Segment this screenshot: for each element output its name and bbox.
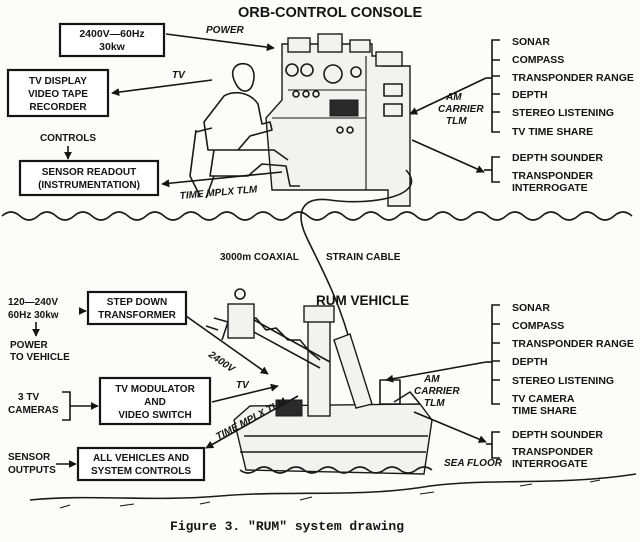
bottom-list-item: TV CAMERA: [512, 393, 575, 405]
time-mplx-arrow: [161, 171, 283, 188]
top-telemetry-list: SONAR COMPASS TRANSPONDER RANGE DEPTH ST…: [484, 36, 634, 194]
top-list2-bracket: [491, 156, 500, 183]
am-bottom-line-3: TLM: [424, 398, 445, 409]
sensor-readout-line-2: (INSTRUMENTATION): [38, 180, 140, 191]
top-list-bracket: [491, 39, 500, 133]
tv-label-bottom: TV: [236, 380, 250, 391]
am-bottom-line-2: CARRIER: [414, 386, 460, 397]
bottom-list-item: STEREO LISTENING: [512, 375, 614, 387]
power-label: POWER: [206, 25, 245, 36]
depth-sounder-arrow-bottom: [413, 411, 487, 443]
am-bottom-line-1: AM: [423, 374, 440, 385]
cameras-line-1: 3 TV: [18, 392, 39, 403]
bottom-list-item: TRANSPONDER RANGE: [512, 338, 634, 350]
top-list-item: TV TIME SHARE: [512, 126, 593, 138]
bottom-list2-bracket: [491, 431, 500, 459]
top-list-item: STEREO LISTENING: [512, 107, 614, 119]
all-vehicles-line-1: ALL VEHICLES AND: [93, 453, 189, 464]
sea-floor-label: SEA FLOOR: [444, 458, 503, 469]
bottom-list-item: SONAR: [512, 302, 550, 314]
bottom-list2-item: TRANSPONDER: [512, 446, 594, 458]
bottom-list2-item: INTERROGATE: [512, 458, 588, 470]
sensor-out-line-1: SENSOR: [8, 452, 51, 463]
all-vehicles-box: [76, 446, 206, 482]
sea-floor-line: [29, 473, 637, 501]
am-label-line-2: CARRIER: [438, 104, 484, 115]
sea-surface-waves: [1, 211, 633, 221]
tv-label: TV: [172, 70, 186, 81]
power-out-line-1: POWER: [10, 340, 49, 351]
tv-arrow: [111, 79, 213, 97]
modulator-line-1: TV MODULATOR: [115, 384, 195, 395]
am-label-line-3: TLM: [446, 116, 467, 127]
top-list2-item: DEPTH SOUNDER: [512, 152, 603, 164]
bottom-list-item: COMPASS: [512, 320, 564, 332]
top-list-item: DEPTH: [512, 89, 548, 101]
power-out-line-2: TO VEHICLE: [10, 352, 70, 363]
all-vehicles-line-2: SYSTEM CONTROLS: [91, 466, 191, 477]
time-mplx-label: TIME MPLX TLM: [179, 184, 258, 202]
modulator-line-2: AND: [144, 397, 166, 408]
cameras-bracket: [62, 391, 98, 421]
console-title: ORB-CONTROL CONSOLE: [238, 5, 423, 21]
time-mplx-arrow-bottom: [205, 395, 299, 449]
volt-arrow: [185, 315, 269, 375]
tv-display-line-2: VIDEO TAPE: [28, 89, 88, 100]
top-list-item: TRANSPONDER RANGE: [512, 72, 634, 84]
bottom-telemetry-list: SONAR COMPASS TRANSPONDER RANGE DEPTH ST…: [486, 302, 634, 470]
controls-label: CONTROLS: [40, 133, 96, 144]
am-arrow-top: [409, 77, 487, 115]
am-label-line-1: AM: [445, 92, 462, 103]
bottom-list-item: DEPTH: [512, 356, 548, 368]
cable-label-1: 3000m COAXIAL: [220, 252, 299, 263]
vehicle-title: RUM VEHICLE: [316, 293, 409, 308]
tv-display-line-3: RECORDER: [29, 102, 87, 113]
bottom-list-item: TIME SHARE: [512, 405, 577, 417]
power-box-line-2: 30kw: [99, 41, 126, 53]
rum-vehicle-illustration: [205, 288, 433, 475]
figure-caption: Figure 3. "RUM" system drawing: [170, 519, 404, 534]
cable-label-2: STRAIN CABLE: [326, 252, 401, 263]
modulator-line-3: VIDEO SWITCH: [118, 410, 191, 421]
step-down-line-2: TRANSFORMER: [98, 310, 177, 321]
depth-sounder-arrow-top: [411, 139, 485, 173]
power-in-line-1: 120—240V: [8, 297, 58, 308]
coaxial-cable: [300, 169, 413, 351]
power-arrow: [165, 33, 275, 52]
power-box-line-1: 2400V—60Hz: [79, 28, 144, 40]
power-in-line-2: 60Hz 30kw: [8, 310, 59, 321]
top-list-item: SONAR: [512, 36, 550, 48]
cameras-line-2: CAMERAS: [8, 405, 59, 416]
modulator-box: [98, 376, 212, 426]
sensor-out-line-2: OUTPUTS: [8, 465, 56, 476]
tv-arrow-bottom: [211, 383, 279, 403]
top-list2-item: TRANSPONDER: [512, 170, 594, 182]
step-down-line-1: STEP DOWN: [107, 297, 167, 308]
bottom-list2-item: DEPTH SOUNDER: [512, 429, 603, 441]
sensor-readout-box: [18, 159, 160, 197]
am-arrow-bottom: [385, 361, 487, 383]
power-box: [58, 22, 166, 58]
top-list2-item: INTERROGATE: [512, 182, 588, 194]
tv-display-line-1: TV DISPLAY: [29, 76, 87, 87]
console-operator-illustration: [189, 33, 411, 207]
tv-display-box: [6, 68, 110, 118]
bottom-list-bracket: [491, 304, 500, 405]
volt-label: 2400V: [205, 349, 237, 376]
top-list-item: COMPASS: [512, 54, 564, 66]
sensor-readout-line-1: SENSOR READOUT: [42, 167, 136, 178]
step-down-box: [86, 290, 188, 326]
